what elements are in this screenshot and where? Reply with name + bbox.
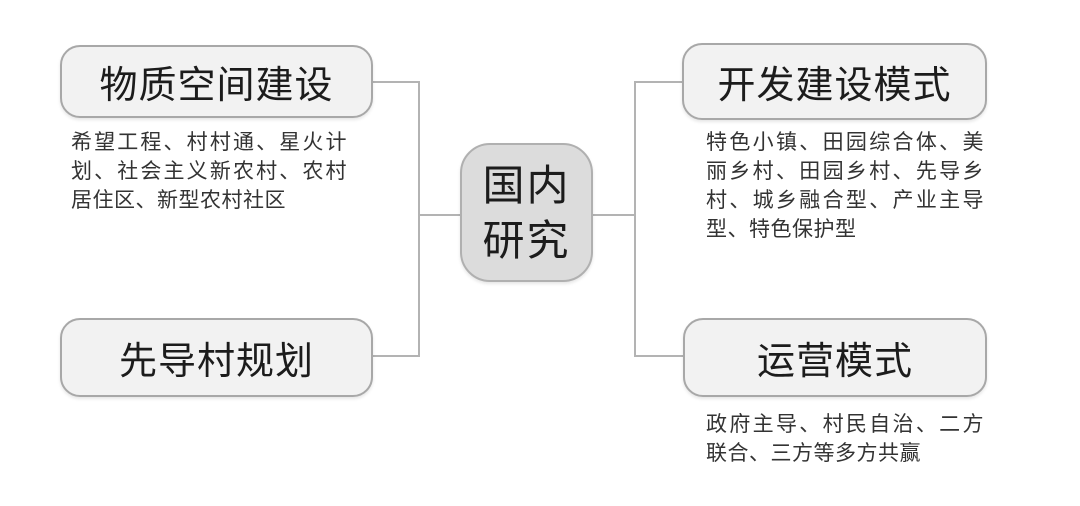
node-physical-space-construction: 物质空间建设 [60, 45, 373, 118]
center-label-line2: 研究 [482, 216, 571, 264]
node-title-pilot-village-planning: 先导村规划 [118, 341, 314, 383]
connector-stub-top-left [373, 81, 420, 83]
connector-stub-top-right [634, 81, 684, 83]
node-operation-mode: 运营模式 [683, 318, 987, 397]
connector-stub-center-right [593, 214, 636, 216]
node-development-construction-mode: 开发建设模式 [682, 43, 987, 120]
connector-left-trunk [418, 81, 420, 357]
node-title-physical-space-construction: 物质空间建设 [99, 65, 334, 107]
description-operation-mode: 政府主导、村民自治、二方联合、三方等多方共赢 [706, 413, 984, 465]
center-label-line1: 国内 [482, 161, 571, 209]
description-development-construction-mode: 特色小镇、田园综合体、美丽乡村、田园乡村、先导乡村、城乡融合型、产业主导型、特色… [706, 131, 984, 241]
node-pilot-village-planning: 先导村规划 [60, 318, 373, 397]
connector-right-trunk [634, 81, 636, 357]
connector-stub-bottom-left [373, 355, 420, 357]
connector-stub-bottom-right [634, 355, 685, 357]
node-domestic-research: 国内 研究 [460, 143, 593, 282]
connector-stub-center-left [418, 214, 462, 216]
node-title-development-construction-mode: 开发建设模式 [717, 65, 952, 107]
description-physical-space-construction: 希望工程、村村通、星火计划、社会主义新农村、农村居住区、新型农村社区 [71, 131, 347, 212]
node-title-operation-mode: 运营模式 [756, 341, 913, 383]
